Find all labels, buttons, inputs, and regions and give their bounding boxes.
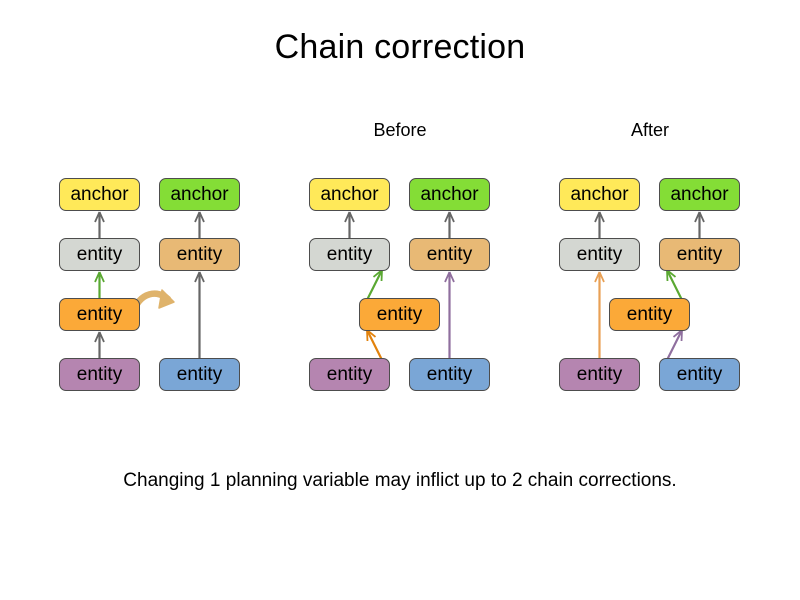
caption-text: Changing 1 planning variable may inflict… <box>123 470 677 491</box>
panel-label-before: Before <box>373 120 427 140</box>
link-arrow <box>666 329 683 361</box>
entity-node[interactable]: entity <box>559 238 640 271</box>
page-title: Chain correction <box>274 28 526 66</box>
link-arrow <box>594 211 605 238</box>
entity-node[interactable]: entity <box>59 298 140 331</box>
entity-node[interactable]: entity <box>309 238 390 271</box>
link-arrow <box>444 271 455 358</box>
entity-node[interactable]: entity <box>159 358 240 391</box>
link-arrow <box>344 211 355 238</box>
entity-node[interactable]: entity <box>359 298 440 331</box>
link-arrow <box>94 331 105 358</box>
entity-node[interactable]: entity <box>159 238 240 271</box>
link-arrow <box>694 211 705 238</box>
link-arrow <box>94 211 105 238</box>
anchor-node[interactable]: anchor <box>309 178 390 211</box>
anchor-node[interactable]: anchor <box>559 178 640 211</box>
link-arrow <box>194 211 205 238</box>
link-arrow <box>444 211 455 238</box>
entity-node[interactable]: entity <box>59 238 140 271</box>
link-arrow <box>366 269 383 301</box>
entity-node[interactable]: entity <box>659 358 740 391</box>
entity-node[interactable]: entity <box>309 358 390 391</box>
anchor-node[interactable]: anchor <box>59 178 140 211</box>
entity-node[interactable]: entity <box>409 358 490 391</box>
entity-node[interactable]: entity <box>59 358 140 391</box>
anchor-node[interactable]: anchor <box>659 178 740 211</box>
link-arrow <box>94 271 105 298</box>
link-arrow <box>366 329 383 361</box>
anchor-node[interactable]: anchor <box>409 178 490 211</box>
panel-label-after: After <box>630 120 669 140</box>
link-arrow <box>594 271 605 358</box>
anchor-node[interactable]: anchor <box>159 178 240 211</box>
link-arrow <box>194 271 205 358</box>
entity-node[interactable]: entity <box>409 238 490 271</box>
entity-node[interactable]: entity <box>559 358 640 391</box>
link-arrow <box>666 269 683 301</box>
entity-node[interactable]: entity <box>609 298 690 331</box>
entity-node[interactable]: entity <box>659 238 740 271</box>
